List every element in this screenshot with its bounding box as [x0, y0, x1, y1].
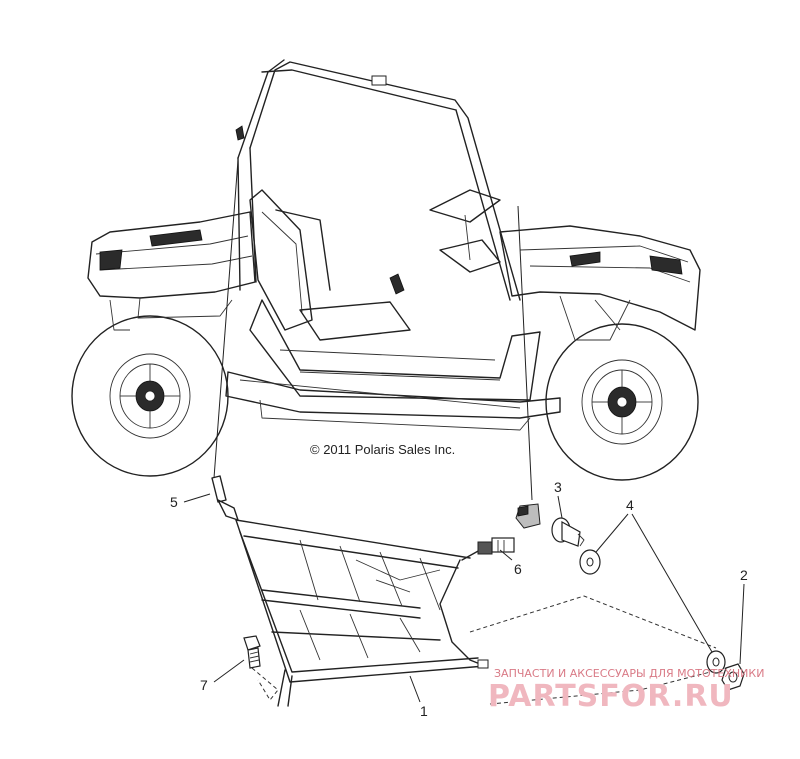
callout-5-leader — [183, 493, 211, 503]
watermark-tagline: ЗАПЧАСТИ И АКСЕССУАРЫ ДЛЯ МОТОТЕХНИКИ — [494, 667, 764, 680]
callout-7: 7 — [200, 677, 208, 693]
roll-cage — [235, 59, 521, 301]
watermark-logo: PARTSFOR.RU — [488, 679, 734, 714]
part-7-bolt — [243, 635, 261, 669]
callout-2-leader — [739, 583, 745, 665]
door-net-assembly — [211, 475, 489, 707]
part-2-nut — [721, 663, 745, 691]
callout-4: 4 — [626, 497, 634, 513]
callout-1-leader — [409, 675, 421, 703]
guide-dashed-1 — [251, 667, 279, 701]
part-6-buckle — [461, 537, 515, 561]
callout-4-leader-a — [595, 513, 629, 553]
cage-leader-rear — [213, 159, 239, 479]
callout-6: 6 — [514, 561, 522, 577]
guide-dashed-2 — [469, 595, 717, 649]
callout-7-leader — [213, 659, 245, 683]
guide-dashed-3 — [489, 667, 727, 705]
part-3-push-rivet — [551, 517, 585, 547]
rear-wheel — [71, 315, 229, 477]
callout-3: 3 — [554, 479, 562, 495]
front-wheel — [545, 323, 699, 481]
callout-3-leader — [557, 495, 563, 519]
cage-mount-grommet — [515, 503, 541, 529]
callout-1: 1 — [420, 703, 428, 719]
part-4-washer — [579, 549, 726, 674]
copyright-text: © 2011 Polaris Sales Inc. — [310, 442, 455, 457]
callout-2: 2 — [740, 567, 748, 583]
vehicle-illustration — [71, 59, 701, 481]
cage-leader-front — [517, 205, 533, 501]
callout-4-leader-b — [631, 513, 713, 653]
callout-5: 5 — [170, 494, 178, 510]
watermark: ЗАПЧАСТИ И АКСЕССУАРЫ ДЛЯ МОТОТЕХНИКИ PA… — [488, 667, 764, 714]
callout-6-leader — [499, 549, 513, 561]
